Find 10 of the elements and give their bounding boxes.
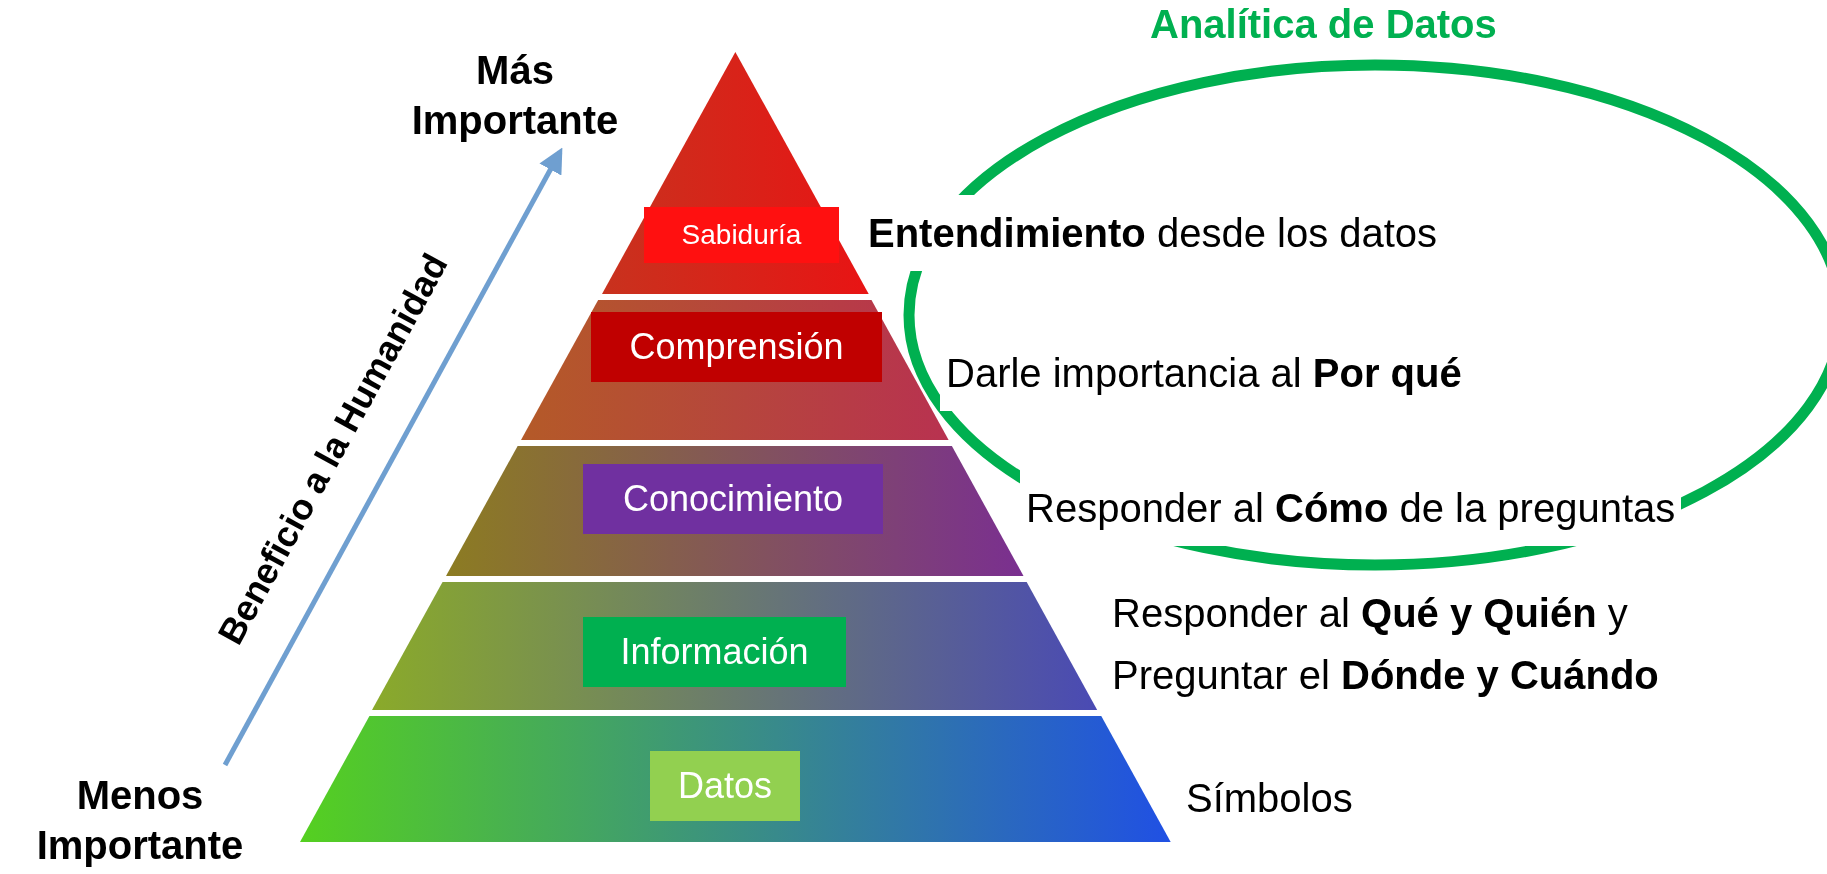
end-label: Más Importante	[395, 45, 635, 145]
level-label: Comprensión	[591, 312, 882, 382]
group-heading: Analítica de Datos	[1150, 2, 1497, 47]
level-label: Datos	[650, 751, 800, 821]
end-label: Menos Importante	[20, 770, 260, 870]
level-label: Sabiduría	[644, 207, 839, 263]
level-label: Información	[583, 617, 846, 687]
level-description: Responder al Cómo de la preguntas	[1020, 470, 1682, 546]
arrow	[222, 147, 563, 767]
level-label: Conocimiento	[583, 464, 883, 534]
